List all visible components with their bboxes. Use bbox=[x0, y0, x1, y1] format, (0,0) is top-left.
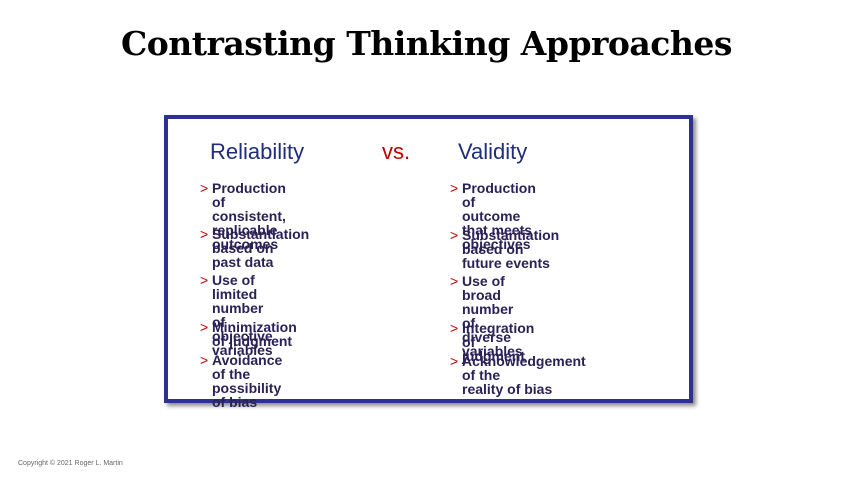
list-item-text: Integration of judgment bbox=[462, 320, 535, 364]
slide-title: Contrasting Thinking Approaches bbox=[121, 24, 732, 63]
reliability-heading: Reliability bbox=[210, 139, 305, 164]
list-item-text: Production of consistent, replicable out… bbox=[212, 180, 286, 252]
bullet-marker: > bbox=[200, 180, 209, 196]
bullet-marker: > bbox=[200, 226, 209, 242]
bullet-marker: > bbox=[200, 319, 209, 335]
bullet-marker: > bbox=[450, 320, 459, 336]
list-item-text: Production of outcome that meets objecti… bbox=[462, 180, 536, 252]
bullet-marker: > bbox=[450, 353, 459, 369]
copyright-notice: Copyright © 2021 Roger L. Martin bbox=[18, 460, 123, 467]
list-item-text: Minimization of judgment bbox=[212, 319, 297, 349]
vs-label: vs. bbox=[382, 139, 411, 164]
bullet-marker: > bbox=[450, 180, 459, 196]
list-item-text: Use of broad number of diverse variables bbox=[462, 273, 523, 359]
bullet-marker: > bbox=[450, 227, 459, 243]
bullet-marker: > bbox=[200, 272, 209, 288]
list-item-text: Avoidance of the possibility of bias bbox=[212, 352, 283, 410]
list-item-text: Use of limited number of objective varia… bbox=[212, 272, 273, 358]
list-item-text: Substantiation based on future events bbox=[462, 227, 560, 271]
bullet-marker: > bbox=[200, 352, 209, 368]
list-item-text: Substantiation based on past data bbox=[212, 226, 310, 270]
comparison-panel: Reliability vs. Validity > Production of… bbox=[164, 115, 693, 409]
bullet-marker: > bbox=[450, 273, 459, 289]
list-item-text: Acknowledgement of the reality of bias bbox=[462, 353, 586, 397]
validity-heading: Validity bbox=[458, 139, 528, 164]
